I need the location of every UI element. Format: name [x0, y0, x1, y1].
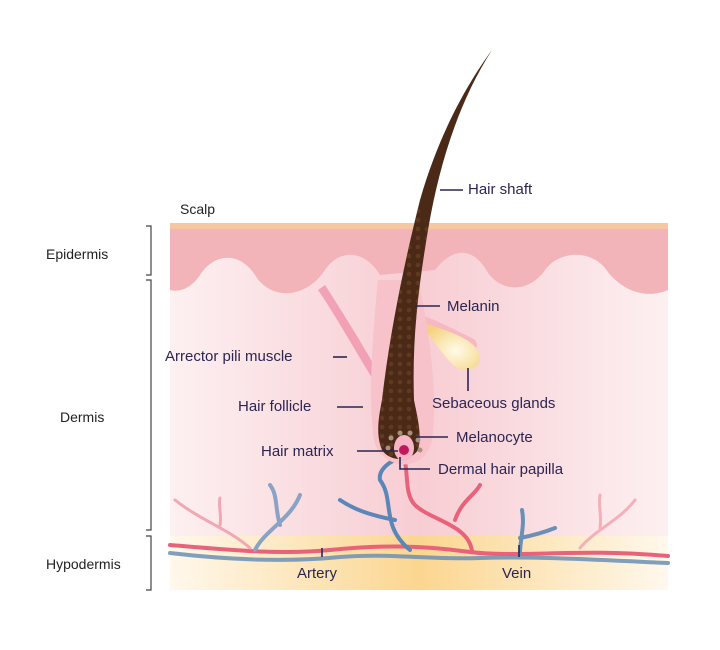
arrector-pili-muscle [318, 285, 378, 378]
hair-shaft-label: Hair shaft [468, 181, 533, 198]
melanocyte-label: Melanocyte [456, 429, 533, 446]
hypodermis-label: Hypodermis [46, 556, 121, 572]
sebaceous-gland [420, 322, 481, 371]
hair-matrix-label: Hair matrix [261, 443, 334, 460]
vein-label: Vein [502, 565, 532, 582]
hypodermis-layer [170, 536, 668, 590]
melanin-label: Melanin [447, 298, 500, 315]
dermal-papilla-label: Dermal hair papilla [438, 461, 564, 478]
layer-brackets [146, 225, 152, 591]
hair-follicle-label: Hair follicle [238, 398, 312, 415]
dermis-label: Dermis [60, 409, 105, 425]
arrector-pili-label: Arrector pili muscle [165, 348, 293, 365]
scalp-label: Scalp [180, 201, 216, 217]
melanocytes [385, 430, 423, 453]
leader-lines [321, 189, 520, 557]
sebaceous-glands-label: Sebaceous glands [432, 395, 556, 412]
blood-vessels [168, 456, 670, 565]
epidermis-label: Epidermis [46, 246, 109, 262]
vein-vessel [168, 551, 670, 565]
artery-label: Artery [297, 565, 338, 582]
hair-matrix-dot [399, 445, 409, 455]
